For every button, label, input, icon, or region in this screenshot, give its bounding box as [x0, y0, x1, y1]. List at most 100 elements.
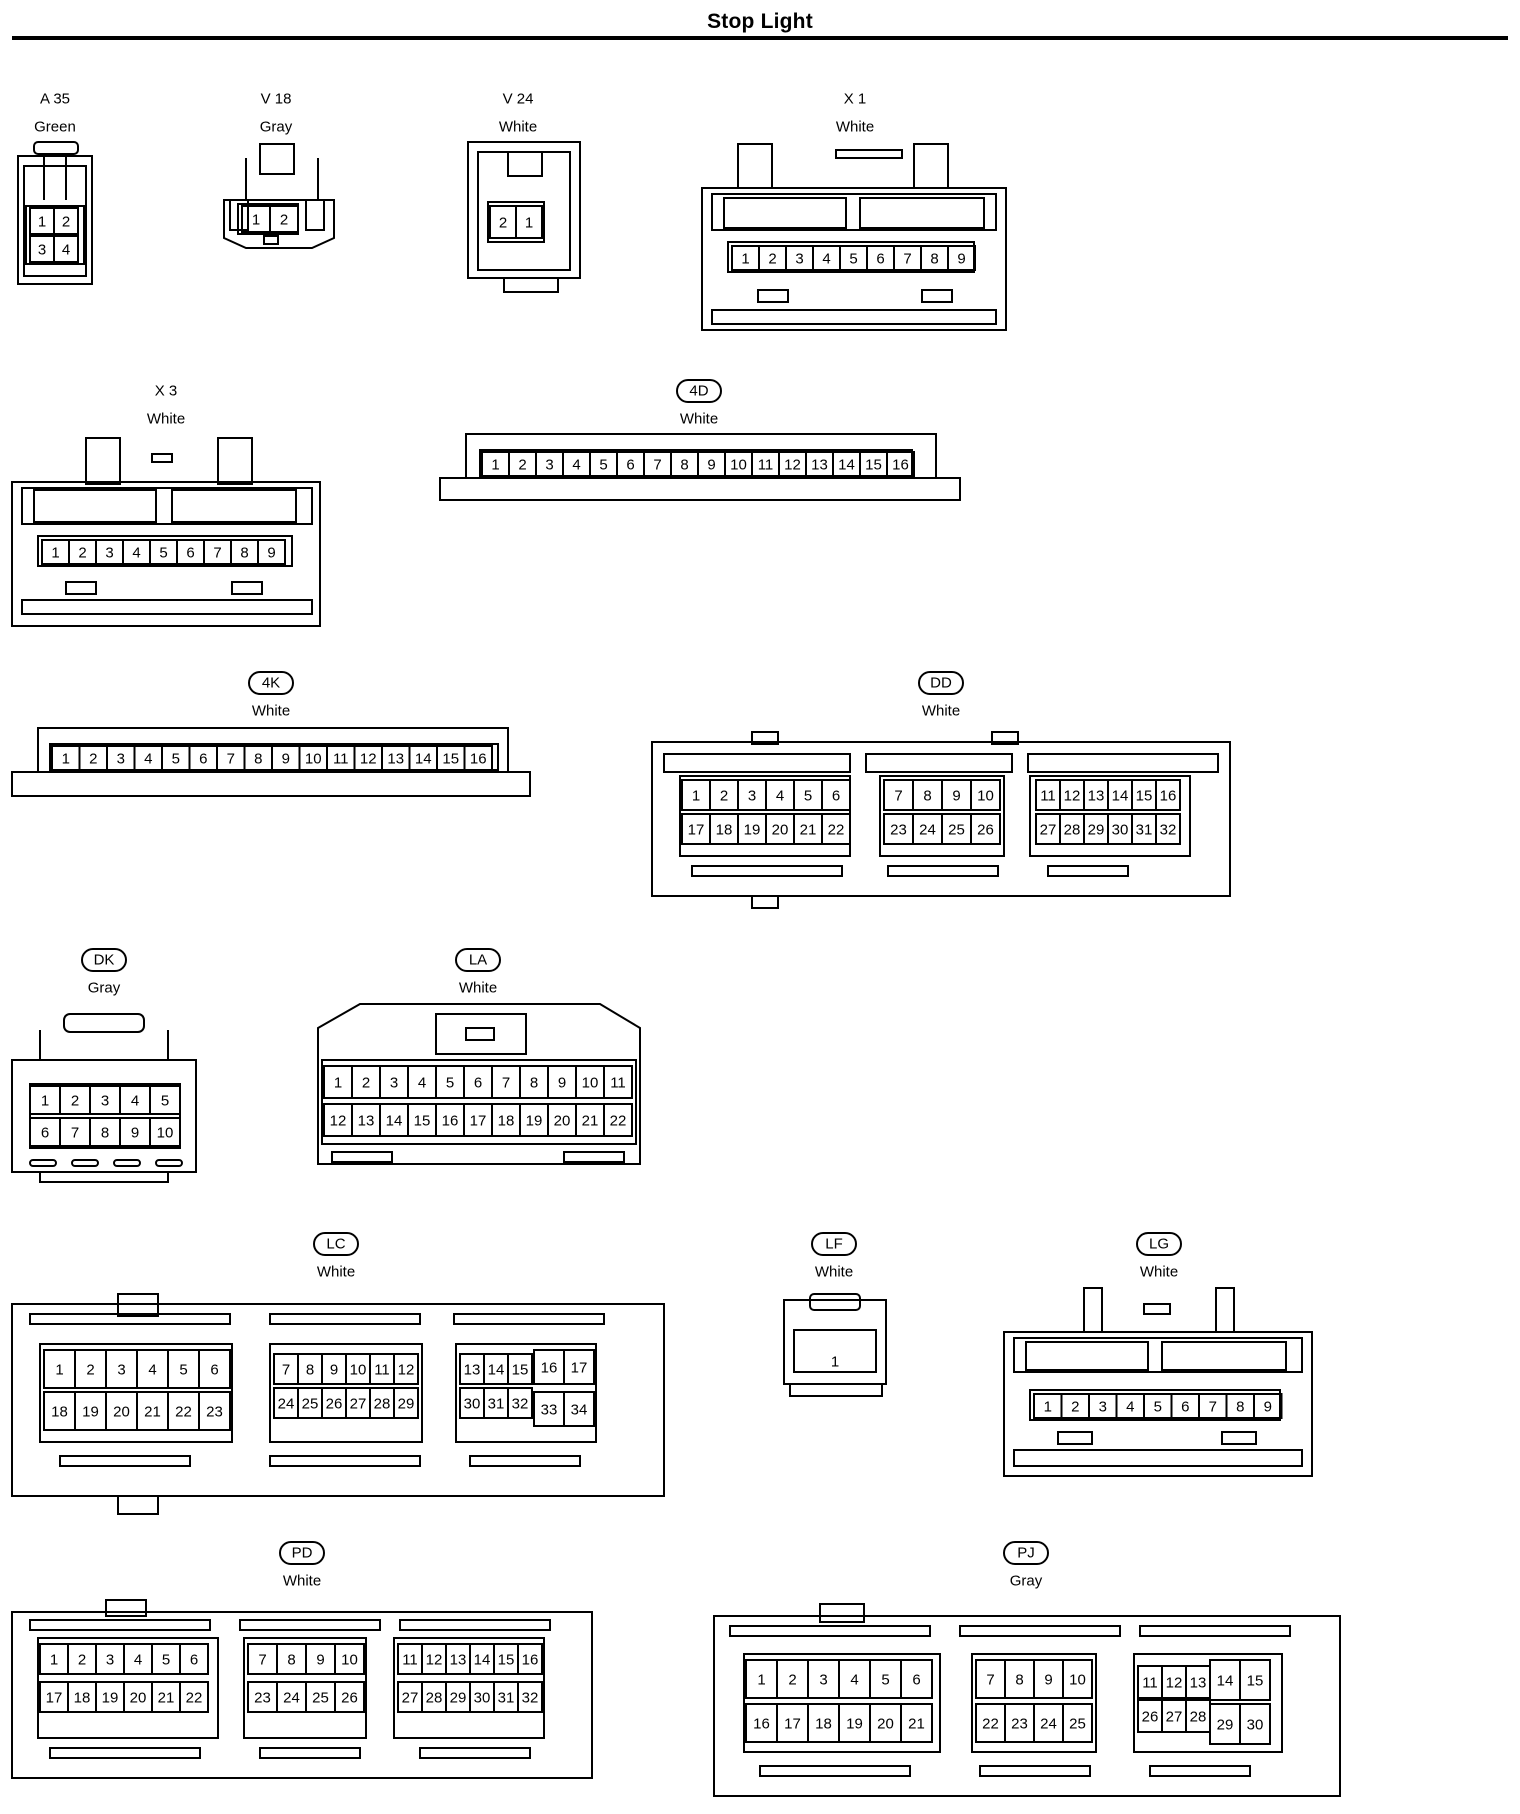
connector-outline — [970, 779, 1001, 811]
connector-outline — [603, 1103, 633, 1137]
pin-number: 4 — [144, 751, 152, 768]
pin-number: 15 — [414, 1113, 431, 1130]
pin-number: 3 — [1099, 1399, 1107, 1416]
pin-number: 16 — [753, 1716, 770, 1733]
pin-number: 6 — [1181, 1399, 1189, 1416]
pin-number: 2 — [768, 251, 776, 268]
pin-number: 2 — [78, 545, 86, 562]
pin-number: 2 — [499, 215, 507, 232]
pin-number: 16 — [1160, 788, 1177, 805]
connector-outline — [65, 581, 97, 595]
pin-number: 9 — [952, 788, 960, 805]
pin-number: 18 — [74, 1690, 91, 1707]
connector-outline — [393, 1637, 545, 1739]
pin-number: 12 — [1064, 788, 1081, 805]
connector-outline — [334, 1643, 365, 1675]
pin-number: 1 — [692, 788, 700, 805]
pin-number: 21 — [582, 1113, 599, 1130]
connector-outline — [859, 197, 985, 229]
pin-number: 4 — [1126, 1399, 1134, 1416]
connector-outline — [713, 1615, 1341, 1797]
connector-id: PD — [292, 1545, 313, 1562]
pin-number: 12 — [360, 751, 377, 768]
connector-color: Gray — [1010, 1573, 1043, 1590]
connector-outline — [334, 1681, 365, 1713]
pin-number: 13 — [811, 457, 828, 474]
connector-outline — [507, 151, 543, 177]
connector-outline — [1062, 1659, 1093, 1699]
connector-outline — [23, 165, 87, 277]
connector-outline — [21, 487, 313, 525]
pin-number: 1 — [741, 251, 749, 268]
pin-number: 13 — [387, 751, 404, 768]
connector-outline — [435, 1013, 527, 1055]
connector-outline — [563, 1391, 595, 1427]
pin-number: 1 — [252, 212, 260, 229]
connector-outline — [105, 1599, 147, 1617]
pin-number: 20 — [554, 1113, 571, 1130]
connector-id: LG — [1149, 1236, 1169, 1253]
connector-outline — [1025, 1341, 1149, 1371]
connector-outline — [921, 289, 953, 303]
pin-number: 12 — [398, 1362, 415, 1379]
connector-outline — [259, 1747, 361, 1759]
connector-outline — [463, 745, 493, 771]
connector-outline — [947, 245, 976, 271]
connector-id: X 1 — [844, 91, 867, 108]
connector-outline — [1133, 1653, 1283, 1753]
connector-outline — [900, 1659, 933, 1699]
pin-number: 8 — [101, 1125, 109, 1142]
pin-number: 1 — [41, 1093, 49, 1110]
connector-outline — [507, 1387, 533, 1419]
connector-outline — [723, 197, 847, 229]
pin-number: 4 — [62, 242, 70, 259]
pin-number: 5 — [804, 788, 812, 805]
pin-number: 29 — [1217, 1717, 1234, 1734]
pin-number: 5 — [172, 751, 180, 768]
pin-number: 12 — [1166, 1675, 1183, 1692]
pin-number: 20 — [772, 822, 789, 839]
pin-number: 3 — [117, 751, 125, 768]
pin-number: 12 — [784, 457, 801, 474]
connector-outline — [49, 1747, 201, 1759]
pin-number: 10 — [977, 788, 994, 805]
connector-outline — [1062, 1703, 1093, 1743]
pin-number: 26 — [977, 822, 994, 839]
pin-number: 15 — [512, 1362, 529, 1379]
pin-number: 5 — [849, 251, 857, 268]
connector-id-oval — [1003, 1541, 1049, 1565]
connector-outline — [1013, 1449, 1303, 1467]
pin-number: 13 — [1088, 788, 1105, 805]
connector-outline — [819, 1603, 865, 1623]
pin-number: 25 — [1069, 1716, 1086, 1733]
pin-number: 13 — [1190, 1675, 1207, 1692]
pin-number: 6 — [626, 457, 634, 474]
pin-number: 29 — [450, 1690, 467, 1707]
pin-number: 9 — [1044, 1672, 1052, 1689]
connector-outline — [269, 1455, 421, 1467]
connector-outline — [305, 199, 325, 231]
pin-number: 5 — [881, 1672, 889, 1689]
pin-number: 14 — [488, 1362, 505, 1379]
pin-number: 1 — [1044, 1399, 1052, 1416]
connector-outline — [783, 1299, 887, 1385]
pin-number: 3 — [105, 545, 113, 562]
connector-color: White — [1140, 1264, 1178, 1281]
pin-number: 4 — [822, 251, 830, 268]
pin-number: 18 — [815, 1716, 832, 1733]
connector-color: White — [252, 703, 290, 720]
pin-number: 7 — [986, 1672, 994, 1689]
pin-number: 18 — [716, 822, 733, 839]
connector-outline — [503, 277, 559, 293]
pin-number: 3 — [390, 1075, 398, 1092]
pin-number: 16 — [892, 457, 909, 474]
connector-outline — [269, 1313, 421, 1325]
diagram-title: Stop Light — [707, 10, 813, 33]
pin-number: 8 — [1015, 1672, 1023, 1689]
pin-number: 29 — [1088, 822, 1105, 839]
connector-outline — [171, 489, 297, 523]
connector-outline — [155, 1159, 183, 1167]
connector-outline — [663, 753, 851, 773]
